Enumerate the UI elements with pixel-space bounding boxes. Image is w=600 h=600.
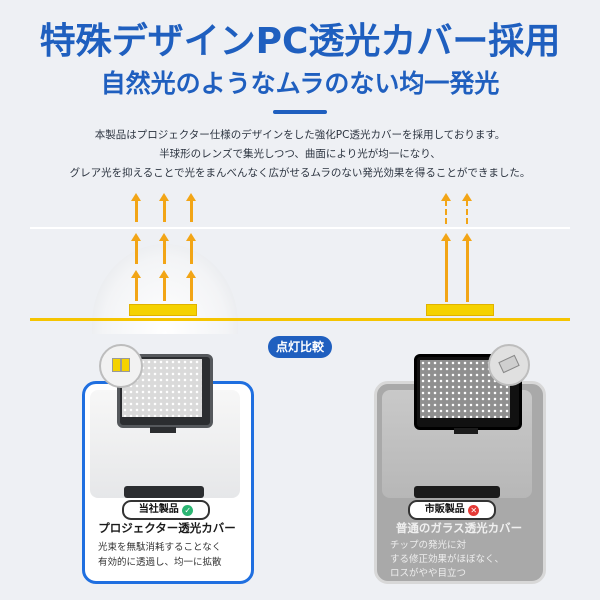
mount-base [414, 486, 500, 498]
chip-zoom-lens [488, 344, 530, 386]
chip-zoom-lens [99, 344, 143, 388]
light-ray [163, 200, 166, 222]
reference-line-yellow [30, 318, 570, 321]
arrow-up-icon [186, 270, 196, 278]
led-chip [129, 304, 197, 316]
light-ray [163, 277, 166, 301]
our-product-label-text: 当社製品 [138, 504, 179, 515]
light-ray [190, 240, 193, 264]
reference-line-white [30, 227, 570, 229]
mount-bracket [150, 427, 176, 433]
mount-base [124, 486, 204, 498]
arrow-up-icon [186, 193, 196, 201]
arrow-up-icon [462, 233, 472, 241]
market-product-label-text: 市販製品 [424, 504, 465, 515]
main-title: 特殊デザインPC透光カバー採用 [39, 21, 561, 62]
our-product-text-1: 光束を無駄消耗することなく [98, 542, 222, 553]
description-line-3: グレア光を抑えることで光をまんべんなく広がせるムラのない発光効果を得ることができ… [69, 167, 531, 179]
chip-icon [112, 358, 121, 372]
our-product-text-2: 有効的に透過し、均一に拡散 [98, 557, 222, 568]
light-ray [135, 277, 138, 301]
arrow-up-icon [159, 193, 169, 201]
light-ray [190, 277, 193, 301]
market-product-text-3: ロスがやや目立つ [390, 568, 467, 579]
light-ray-dashed [466, 200, 468, 224]
check-icon: ✓ [182, 505, 194, 516]
title-underline [273, 110, 327, 114]
chip-icon [498, 354, 520, 374]
light-ray [135, 200, 138, 222]
arrow-up-icon [441, 233, 451, 241]
our-product-title: プロジェクター透光カバー [98, 521, 236, 535]
market-product-label: 市販製品 ✕ [408, 500, 496, 520]
arrow-up-icon [131, 233, 141, 241]
arrow-up-icon [131, 270, 141, 278]
led-array [122, 359, 202, 417]
market-product-title: 普通のガラス透光カバー [395, 521, 523, 535]
our-product-label: 当社製品 ✓ [122, 500, 210, 520]
light-ray [163, 240, 166, 264]
market-product-text-2: する修正効果がほぼなく、 [390, 554, 505, 565]
description-line-2: 半球形のレンズで集光しつつ、曲面により光が均一になり、 [159, 148, 441, 160]
description-line-1: 本製品はプロジェクター仕様のデザインをした強化PC透光カバーを採用しております。 [94, 129, 506, 141]
market-product-text-1: チップの発光に対 [390, 540, 467, 551]
light-ray-dashed [445, 200, 447, 224]
mount-bracket [454, 428, 478, 434]
led-chip [426, 304, 494, 316]
light-ray [466, 240, 469, 302]
chip-icon [121, 358, 130, 372]
arrow-up-icon [159, 270, 169, 278]
arrow-up-icon [131, 193, 141, 201]
subtitle: 自然光のようなムラのない均一発光 [100, 69, 500, 98]
light-ray [445, 240, 448, 302]
light-ray [135, 240, 138, 264]
arrow-up-icon [462, 193, 472, 201]
arrow-up-icon [441, 193, 451, 201]
arrow-up-icon [159, 233, 169, 241]
light-ray [190, 200, 193, 222]
arrow-up-icon [186, 233, 196, 241]
comparison-badge: 点灯比較 [268, 336, 332, 358]
cross-icon: ✕ [468, 505, 480, 516]
